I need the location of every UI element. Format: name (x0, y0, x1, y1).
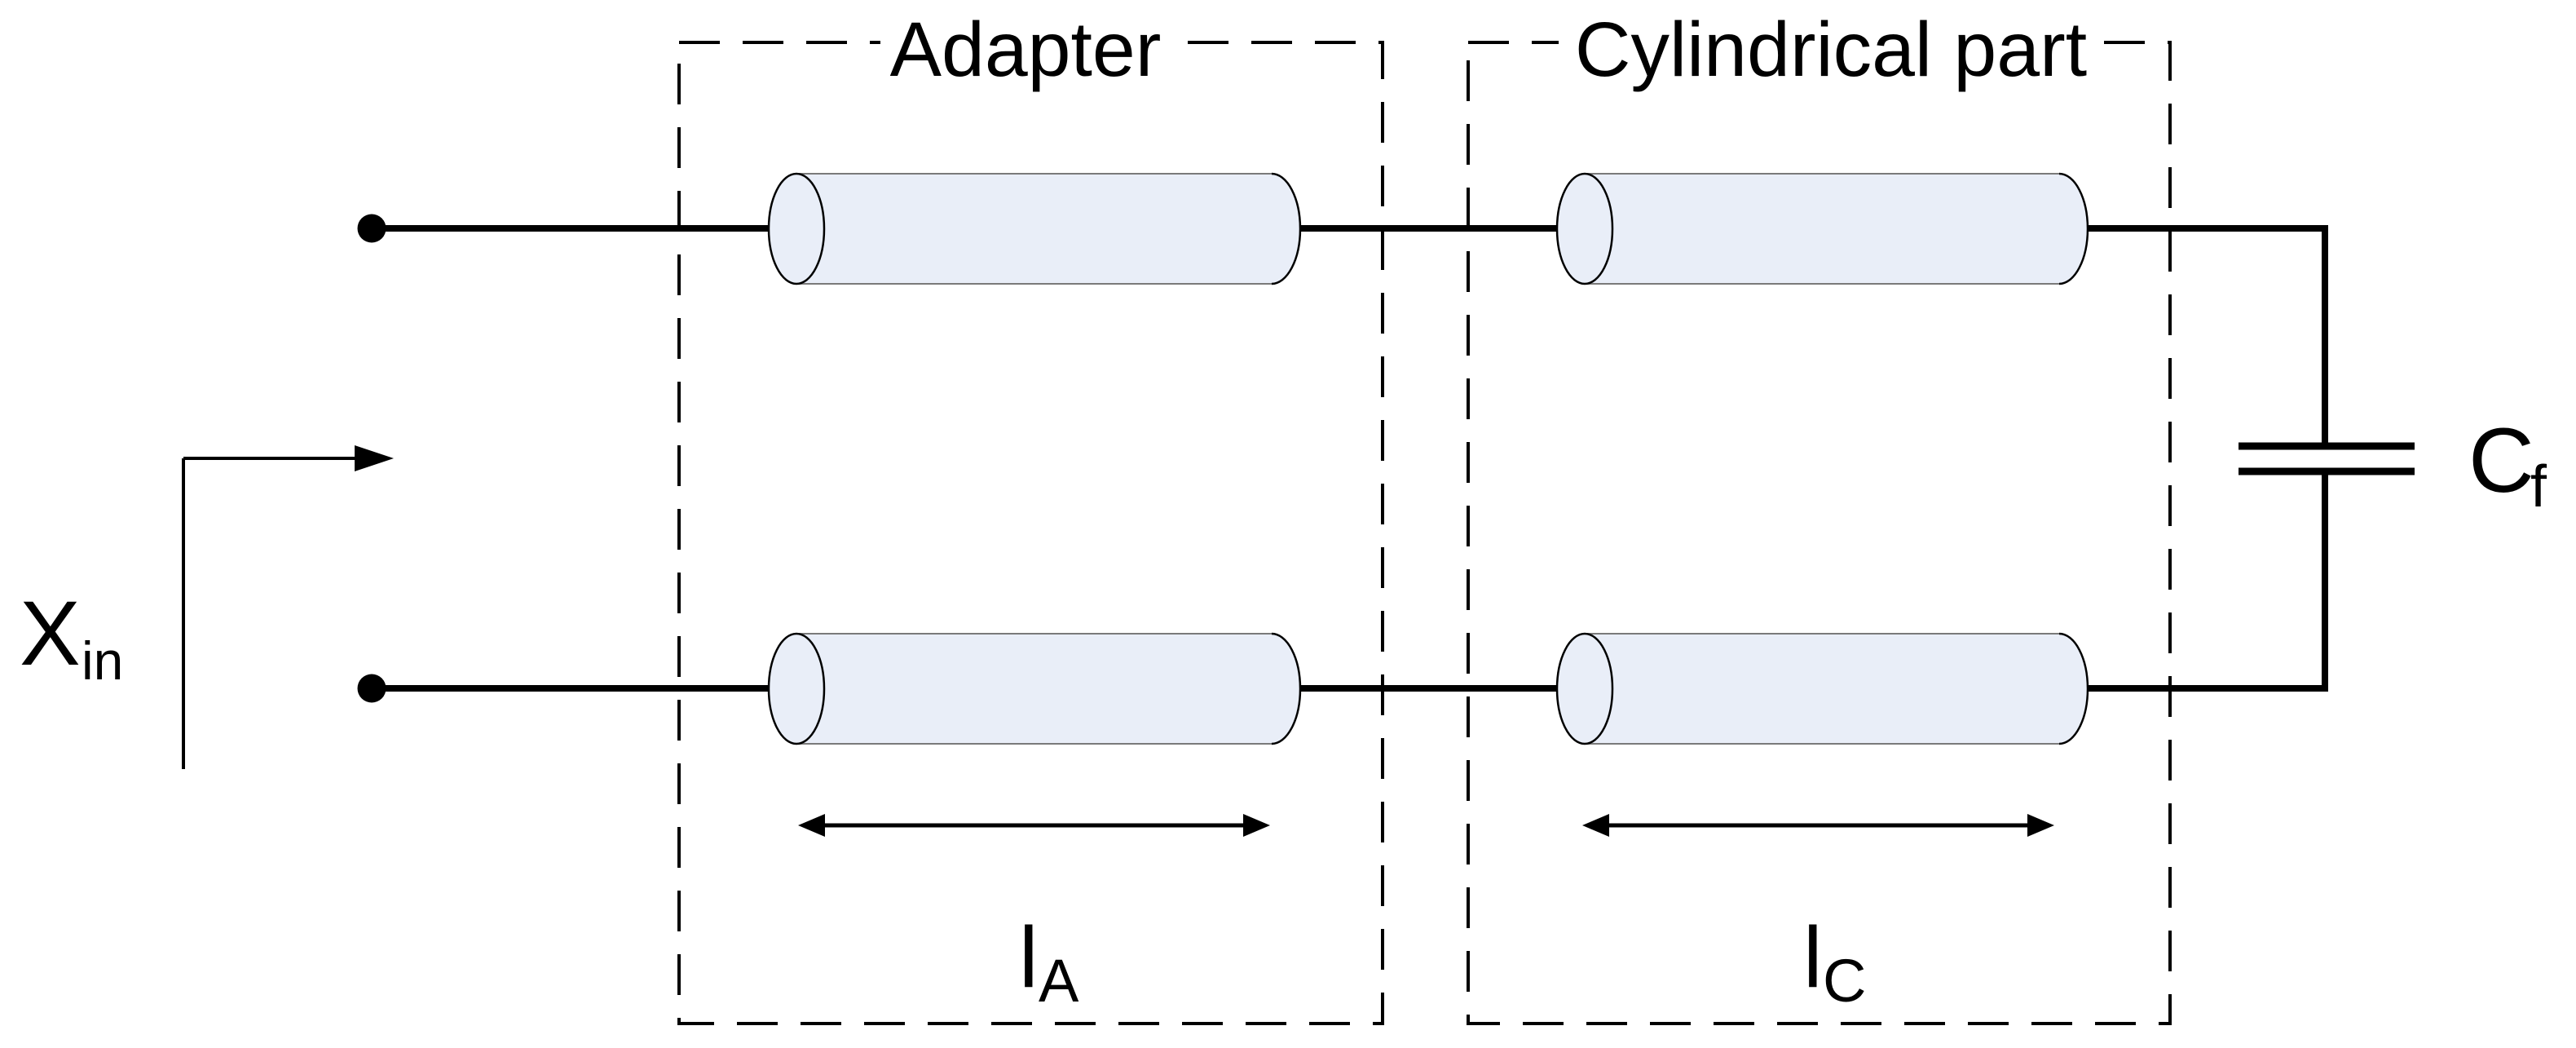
wires (372, 225, 2328, 692)
adapter-length-label: l A (1019, 909, 1079, 1015)
cylindrical-length-label: l C (1803, 909, 1866, 1015)
cylindrical-bottom-cylinder (1555, 632, 2089, 745)
cylindrical-top-cylinder (1555, 172, 2089, 285)
input-reactance-label-subscript: in (82, 630, 123, 691)
adapter-bottom-cylinder-end-face (767, 632, 826, 745)
wire-top-to-capacitor (2088, 225, 2328, 444)
cylindrical-bottom-cylinder-end-face (1555, 632, 1614, 745)
input-reactance-label: X in (20, 582, 123, 691)
top-terminal-dot (357, 214, 386, 243)
adapter-box-title: Adapter (890, 7, 1162, 93)
adapter-length-label-base: l (1019, 909, 1039, 1006)
adapter-length-label-subscript: A (1039, 947, 1079, 1015)
cylindrical-top-cylinder-right-cap (2058, 172, 2089, 285)
adapter-length-arrow-head-left (798, 814, 825, 837)
cylindrical-box-title: Cylindrical part (1575, 7, 2087, 93)
cylindrical-length-arrow-head-left (1582, 814, 1609, 837)
adapter-top-cylinder-body (796, 174, 1300, 284)
input-reactance-label-base: X (20, 582, 81, 684)
cylindrical-top-cylinder-end-face (1555, 172, 1614, 285)
cylindrical-length-label-subscript: C (1823, 947, 1866, 1015)
adapter-length-arrow-head-right (1243, 814, 1270, 837)
capacitor-label: C f (2468, 409, 2547, 520)
input-reactance-marker (182, 445, 394, 769)
capacitor-label-subscript: f (2530, 454, 2547, 520)
cylindrical-length-arrow-head-right (2027, 814, 2054, 837)
bottom-terminal-dot (357, 674, 386, 703)
cylindrical-label-mask (1559, 7, 2103, 96)
input-arrow-head (355, 445, 394, 471)
cylindrical-top-cylinder-body (1585, 174, 2088, 284)
adapter-bottom-cylinder-right-cap (1271, 632, 1302, 745)
cylindrical-bottom-cylinder-right-cap (2058, 632, 2089, 745)
capacitor-label-base: C (2468, 409, 2534, 511)
wire-bottom-to-capacitor (2088, 473, 2328, 692)
adapter-top-cylinder (767, 172, 1302, 285)
cylindrical-bottom-cylinder-body (1585, 634, 2089, 744)
cylindrical-length-label-base: l (1803, 909, 1823, 1006)
adapter-top-cylinder-right-cap (1271, 172, 1302, 285)
cylindrical-length-dimension (1582, 814, 2054, 837)
capacitor-symbol (2239, 442, 2415, 475)
adapter-top-cylinder-end-face (767, 172, 826, 285)
adapter-bottom-cylinder-body (796, 634, 1300, 744)
adapter-length-dimension (798, 814, 1270, 837)
adapter-label-mask (880, 7, 1171, 96)
adapter-bottom-cylinder (767, 632, 1302, 745)
